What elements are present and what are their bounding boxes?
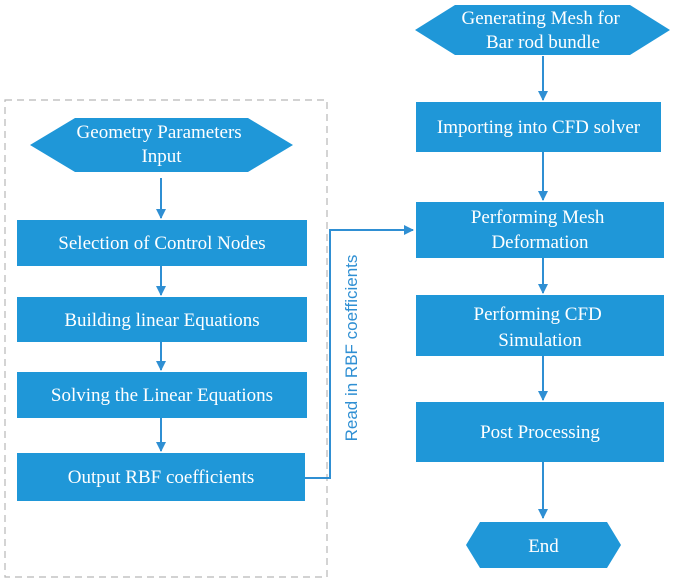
left-step-1-box [17, 220, 307, 266]
right-end-node: End [466, 522, 621, 568]
connector-label: Read in RBF coefficients [342, 255, 361, 442]
left-step-3-box [17, 372, 307, 418]
left-step-2-text: Building linear Equations [64, 310, 259, 331]
left-step-2: Building linear Equations [17, 297, 307, 342]
right-start-line-1: Generating Mesh for [461, 8, 620, 29]
left-step-2-box [17, 297, 307, 342]
right-step-4-text: Post Processing [480, 422, 600, 443]
left-step-3-text: Solving the Linear Equations [51, 385, 273, 406]
left-step-1: Selection of Control Nodes [17, 220, 307, 266]
left-step-4-box [17, 453, 305, 501]
right-step-3-line-1: Performing CFD [474, 304, 602, 325]
right-step-2: Performing Mesh Deformation [416, 202, 664, 258]
left-step-3: Solving the Linear Equations [17, 372, 307, 418]
right-step-3-text: Performing CFD Simulation [474, 304, 607, 351]
right-step-3: Performing CFD Simulation [416, 295, 664, 356]
right-start-node: Generating Mesh for Bar rod bundle [415, 5, 670, 55]
left-step-1-text: Selection of Control Nodes [58, 233, 265, 254]
right-end-text: End [528, 536, 559, 557]
right-step-3-box [416, 295, 664, 356]
left-step-4: Output RBF coefficients [17, 453, 305, 501]
left-start-line-1: Geometry Parameters [77, 122, 242, 143]
left-step-4-text: Output RBF coefficients [68, 467, 254, 488]
left-start-shape [30, 118, 293, 172]
right-step-3-line-2: Simulation [498, 330, 582, 351]
right-step-2-box [416, 202, 664, 258]
left-group-dashed-border [4, 99, 328, 578]
left-start-node: Geometry Parameters Input [30, 118, 293, 172]
right-step-1: Importing into CFD solver [416, 102, 661, 152]
arrow-connector-rbf [305, 225, 414, 479]
right-start-line-2: Bar rod bundle [486, 32, 600, 53]
arrows-layer [156, 56, 548, 519]
right-start-shape [415, 5, 670, 55]
right-step-2-line-1: Performing Mesh [471, 207, 605, 228]
right-end-shape [466, 522, 621, 568]
right-start-text: Generating Mesh for Bar rod bundle [461, 8, 624, 53]
left-start-line-2: Input [141, 146, 182, 167]
left-start-text: Geometry Parameters Input [77, 122, 247, 167]
right-step-4: Post Processing [416, 402, 664, 462]
right-step-4-box [416, 402, 664, 462]
right-step-2-line-2: Deformation [491, 232, 589, 253]
right-step-1-text: Importing into CFD solver [437, 117, 641, 138]
right-step-2-text: Performing Mesh Deformation [471, 207, 609, 253]
right-step-1-box [416, 102, 661, 152]
